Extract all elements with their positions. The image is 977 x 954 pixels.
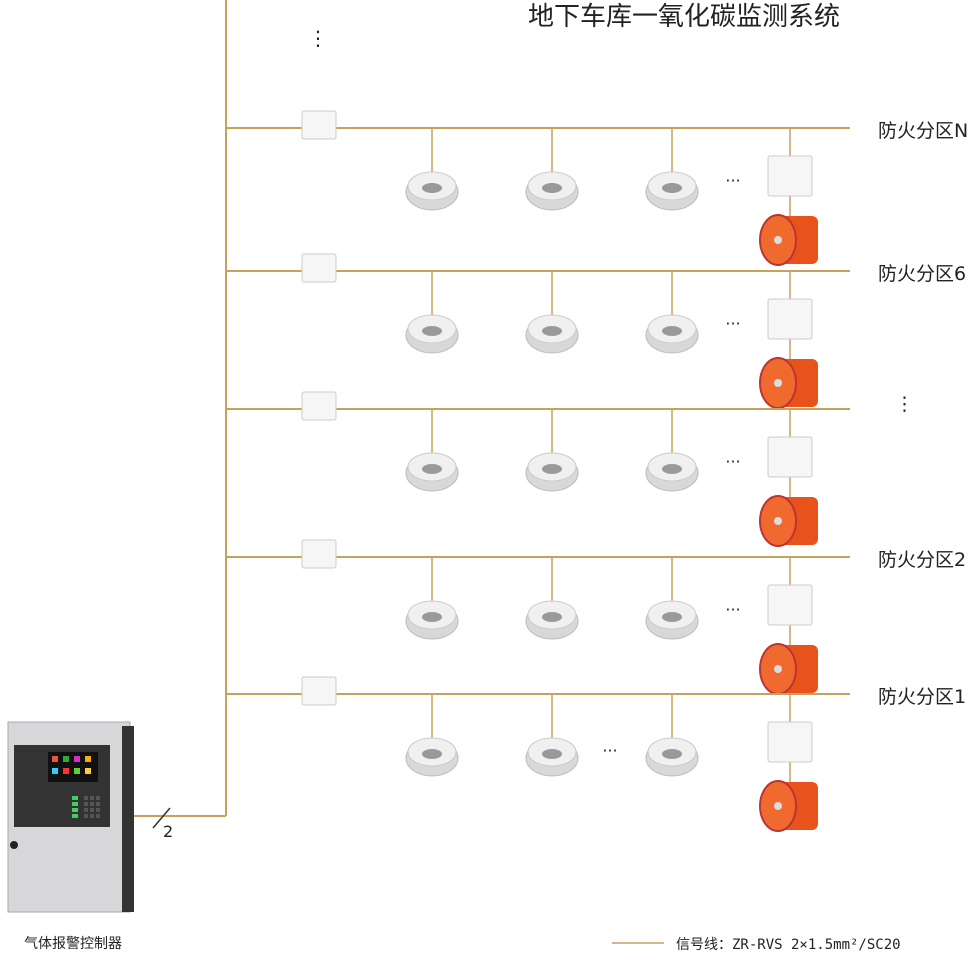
fan-hub <box>774 665 782 673</box>
detector-vent <box>662 612 682 622</box>
detector-vent <box>542 183 562 193</box>
fan-hub <box>774 802 782 810</box>
legend-text: 信号线：ZR-RVS 2×1.5mm²/SC20 <box>676 937 901 953</box>
fan-hub <box>774 379 782 387</box>
screen-app-icon <box>85 768 91 774</box>
io-module <box>767 584 813 626</box>
controller-key <box>84 796 88 800</box>
detector-vent <box>542 749 562 759</box>
screen-app-icon <box>63 756 69 762</box>
detector-vent <box>542 326 562 336</box>
detector-ellipsis: ··· <box>725 171 740 190</box>
controller-key <box>96 808 100 812</box>
detector-vent <box>422 749 442 759</box>
io-module <box>767 298 813 340</box>
detector-vent <box>662 183 682 193</box>
io-module <box>767 436 813 478</box>
gas-alarm-controller <box>7 721 134 913</box>
fire-zone-2: ··· <box>226 253 850 409</box>
screen-app-icon <box>52 768 58 774</box>
controller-key <box>96 802 100 806</box>
controller-key <box>90 814 94 818</box>
zone-label: 防火分区6 <box>878 263 967 285</box>
detector-vent <box>542 464 562 474</box>
io-module <box>301 110 337 140</box>
detector-vent <box>422 183 442 193</box>
screen-app-icon <box>74 768 80 774</box>
detector-ellipsis: ··· <box>725 452 740 471</box>
controller-key <box>72 796 78 800</box>
controller-key <box>90 796 94 800</box>
controller-label: 气体报警控制器 <box>24 936 122 952</box>
detector-vent <box>422 326 442 336</box>
controller-key <box>90 808 94 812</box>
controller-key <box>90 802 94 806</box>
io-module <box>301 391 337 421</box>
controller-key <box>96 796 100 800</box>
io-module <box>767 155 813 197</box>
io-module <box>301 253 337 283</box>
detector-ellipsis: ··· <box>725 600 740 619</box>
fire-zone-3: ··· <box>226 391 850 547</box>
io-module <box>301 539 337 569</box>
fan-hub <box>774 517 782 525</box>
fire-zone-4: ··· <box>226 539 850 695</box>
bus-count-slash <box>152 807 171 829</box>
controller-key <box>84 808 88 812</box>
more-zones-marker: ⋮ <box>308 26 328 50</box>
controller-key <box>96 814 100 818</box>
bus-count-label: 2 <box>163 822 174 841</box>
detector-vent <box>422 612 442 622</box>
detector-vent <box>422 464 442 474</box>
zone-label: ⋮ <box>895 393 914 415</box>
detector-vent <box>542 612 562 622</box>
detector-vent <box>662 464 682 474</box>
controller-key <box>72 802 78 806</box>
controller-lock <box>10 841 18 849</box>
detector-ellipsis: ··· <box>725 314 740 333</box>
zone-label: 防火分区N <box>878 120 969 142</box>
fire-zone-5: ··· <box>226 676 850 832</box>
diagram-title: 地下车库一氧化碳监测系统 <box>528 2 841 32</box>
screen-app-icon <box>63 768 69 774</box>
screen-app-icon <box>52 756 58 762</box>
screen-app-icon <box>85 756 91 762</box>
zone-label: 防火分区2 <box>878 549 967 571</box>
controller-key <box>72 808 78 812</box>
io-module <box>301 676 337 706</box>
screen-app-icon <box>74 756 80 762</box>
detector-vent <box>662 749 682 759</box>
fan-hub <box>774 236 782 244</box>
io-module <box>767 721 813 763</box>
controller-key <box>72 814 78 818</box>
detector-vent <box>662 326 682 336</box>
fire-zone-1: ··· <box>226 110 850 266</box>
controller-key <box>84 814 88 818</box>
detector-ellipsis: ··· <box>602 741 617 760</box>
controller-key <box>84 802 88 806</box>
zone-label: 防火分区1 <box>878 686 967 708</box>
controller-side <box>122 726 134 912</box>
